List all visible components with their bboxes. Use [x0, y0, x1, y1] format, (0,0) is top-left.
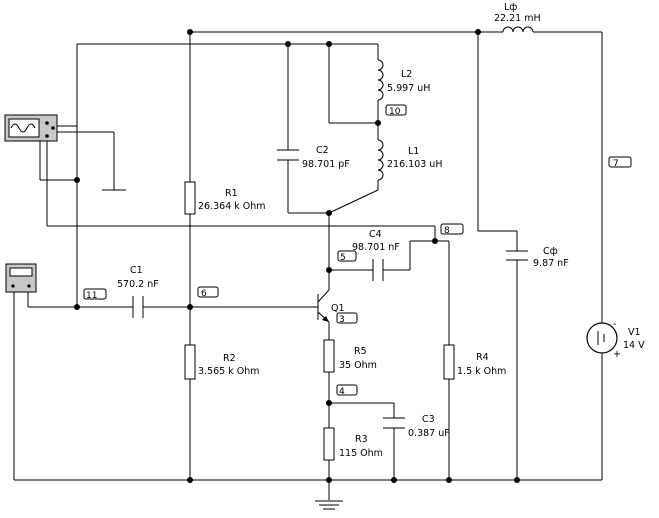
svg-text:4: 4: [339, 387, 345, 397]
c2-value: 98.701 pF: [302, 159, 350, 170]
terminal-plus-icon: [11, 284, 15, 288]
junction-dot: [514, 477, 520, 483]
svg-text:8: 8: [444, 226, 450, 236]
resistor-r3[interactable]: R3 115 Ohm: [323, 427, 383, 461]
junction-dot: [187, 477, 193, 483]
oscilloscope-instrument[interactable]: [4, 114, 58, 142]
svg-text:10: 10: [389, 107, 401, 117]
svg-text:5: 5: [340, 253, 346, 263]
c4-name: C4: [369, 229, 382, 240]
node-label-7: 7: [608, 156, 632, 169]
r2-name: R2: [223, 353, 236, 364]
sine-wave-icon: [10, 123, 36, 133]
transistor-q1[interactable]: Q1: [317, 289, 345, 323]
v1-plus: +: [613, 349, 621, 360]
junction-dot: [74, 177, 80, 183]
junction-dot: [187, 29, 193, 35]
lf-value: 22.21 mH: [494, 13, 541, 24]
r5-name: R5: [354, 346, 367, 357]
r1-name: R1: [225, 188, 238, 199]
terminal-g-icon: [45, 134, 49, 138]
node-label-10: 10: [385, 104, 407, 117]
junction-dot: [187, 304, 193, 310]
emitter-arrow-icon: [322, 316, 329, 322]
svg-text:3: 3: [339, 315, 345, 325]
voltage-source-v1[interactable]: - + V1 14 V: [586, 319, 645, 360]
resistor-r2[interactable]: R2 3.565 k Ohm: [184, 344, 260, 380]
junction-dot: [475, 29, 481, 35]
r1-value: 26.364 k Ohm: [198, 201, 266, 212]
junction-dot: [285, 41, 291, 47]
l1-name: L1: [408, 146, 419, 157]
svg-text:7: 7: [613, 159, 619, 169]
c3-name: C3: [422, 414, 435, 425]
inductor-lf[interactable]: Lф 22.21 mH: [494, 2, 541, 33]
cf-value: 9.87 nF: [533, 258, 569, 269]
l1-value: 216.103 uH: [387, 159, 442, 170]
v1-minus: -: [613, 319, 616, 330]
r3-value: 115 Ohm: [339, 448, 383, 459]
lf-name: Lф: [504, 2, 517, 13]
q1-name: Q1: [331, 303, 345, 314]
capacitor-cf[interactable]: Cф 9.87 nF: [506, 246, 569, 269]
junction-dot: [326, 41, 332, 47]
c1-name: C1: [130, 265, 143, 276]
node-label-11: 11: [83, 288, 107, 301]
node-label-6: 6: [197, 286, 219, 299]
junctions: [74, 29, 520, 483]
c2-name: C2: [316, 145, 329, 156]
junction-dot: [326, 267, 332, 273]
r4-name: R4: [476, 352, 489, 363]
resistor-r5[interactable]: R5 35 Ohm: [323, 339, 377, 373]
terminal-minus-icon: [27, 284, 31, 288]
capacitor-c2[interactable]: C2 98.701 pF: [277, 145, 350, 170]
cf-name: Cф: [543, 246, 558, 257]
capacitor-c1[interactable]: C1 570.2 nF: [117, 265, 159, 318]
r3-name: R3: [355, 434, 368, 445]
svg-text:11: 11: [86, 291, 97, 301]
node-label-3: 3: [336, 312, 358, 325]
v1-name: V1: [628, 327, 641, 338]
terminal-a-icon: [45, 121, 49, 125]
c3-value: 0.387 uF: [408, 428, 450, 439]
l2-value: 5.997 uH: [387, 83, 430, 94]
node-label-5: 5: [337, 250, 357, 263]
junction-dot: [326, 400, 332, 406]
node-label-4: 4: [336, 384, 358, 397]
junction-dot: [326, 477, 332, 483]
inductor-l1[interactable]: L1 216.103 uH: [377, 139, 442, 181]
capacitor-c3[interactable]: C3 0.387 uF: [383, 414, 450, 439]
meter-display-icon: [9, 267, 33, 277]
r4-value: 1.5 k Ohm: [457, 366, 506, 377]
l2-name: L2: [401, 69, 412, 80]
c1-value: 570.2 nF: [117, 279, 159, 290]
r5-value: 35 Ohm: [339, 360, 377, 371]
wires: [13, 31, 603, 510]
r2-value: 3.565 k Ohm: [198, 366, 260, 377]
junction-dot: [446, 477, 452, 483]
svg-text:6: 6: [201, 289, 207, 299]
capacitor-c4[interactable]: C4 98.701 nF: [352, 229, 400, 281]
terminal-b-icon: [51, 126, 55, 130]
node-label-8: 8: [440, 223, 464, 236]
junction-dot: [74, 304, 80, 310]
inductor-l2[interactable]: L2 5.997 uH: [377, 59, 430, 101]
resistor-r4[interactable]: R4 1.5 k Ohm: [443, 344, 506, 380]
junction-dot: [326, 210, 332, 216]
c4-value: 98.701 nF: [352, 242, 400, 253]
junction-dot: [432, 238, 438, 244]
multimeter-instrument[interactable]: [5, 263, 37, 293]
junction-dot: [375, 120, 381, 126]
resistor-r1[interactable]: R1 26.364 k Ohm: [184, 181, 266, 215]
v1-value: 14 V: [623, 340, 645, 351]
junction-dot: [391, 477, 397, 483]
